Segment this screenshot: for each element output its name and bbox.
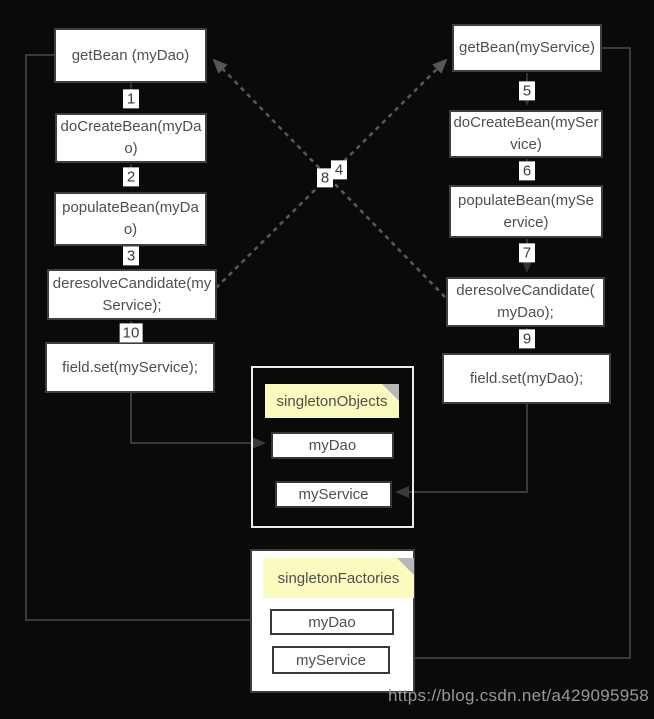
step-label-9: 9 xyxy=(519,329,535,349)
objects-item-mydao: myDao xyxy=(271,432,394,459)
node-fieldset-mydao: field.set(myDao); xyxy=(442,353,611,404)
factories-item-myservice: myService xyxy=(272,646,390,674)
singleton-factories-title: singletonFactories xyxy=(277,569,400,587)
node-deresolvecandidate-myservice: deresolveCandidate(my Service); xyxy=(47,269,217,320)
node-getbean-mydao: getBean (myDao) xyxy=(54,28,207,83)
step-label-6: 6 xyxy=(519,161,535,181)
singleton-objects-container: singletonObjects myDao myService xyxy=(251,366,414,528)
node-fieldset-myservice: field.set(myService); xyxy=(45,342,215,393)
singleton-factories-sticky-note: singletonFactories xyxy=(263,558,414,598)
factories-item-mydao: myDao xyxy=(270,609,394,635)
node-getbean-myservice: getBean(myService) xyxy=(452,24,602,72)
singleton-objects-title: singletonObjects xyxy=(276,392,388,410)
step-label-10: 10 xyxy=(119,323,143,343)
connector-fieldset-mydao-to-objects-myservice xyxy=(395,404,528,498)
node-docreatebean-myservice: doCreateBean(mySer vice) xyxy=(449,110,603,158)
watermark-url: https://blog.csdn.net/a429095958 xyxy=(387,686,649,705)
step-label-7: 7 xyxy=(519,243,535,263)
sticky-fold-icon xyxy=(397,558,414,575)
connector-getbean-myservice-to-factories-myservice xyxy=(392,47,631,664)
node-docreatebean-mydao: doCreateBean(myDa o) xyxy=(55,113,207,163)
step-label-3: 3 xyxy=(123,246,139,266)
singleton-factories-container: singletonFactories myDao myService xyxy=(250,549,415,693)
step-label-4: 4 xyxy=(331,160,347,180)
step-label-5: 5 xyxy=(519,81,535,101)
objects-item-myservice: myService xyxy=(275,481,392,508)
node-populatebean-mydao: populateBean(myDa o) xyxy=(54,192,207,246)
node-deresolvecandidate-mydao: deresolveCandidate( myDao); xyxy=(446,277,605,327)
step-label-8: 8 xyxy=(317,168,333,188)
connector-getbean-mydao-to-factories-mydao xyxy=(25,54,265,626)
connector-fieldset-myservice-to-objects-mydao xyxy=(130,393,266,449)
step-label-2: 2 xyxy=(123,167,139,187)
step-label-1: 1 xyxy=(123,89,139,109)
singleton-objects-sticky-note: singletonObjects xyxy=(265,384,399,418)
node-populatebean-myservice: populateBean(mySe ervice) xyxy=(449,185,603,238)
